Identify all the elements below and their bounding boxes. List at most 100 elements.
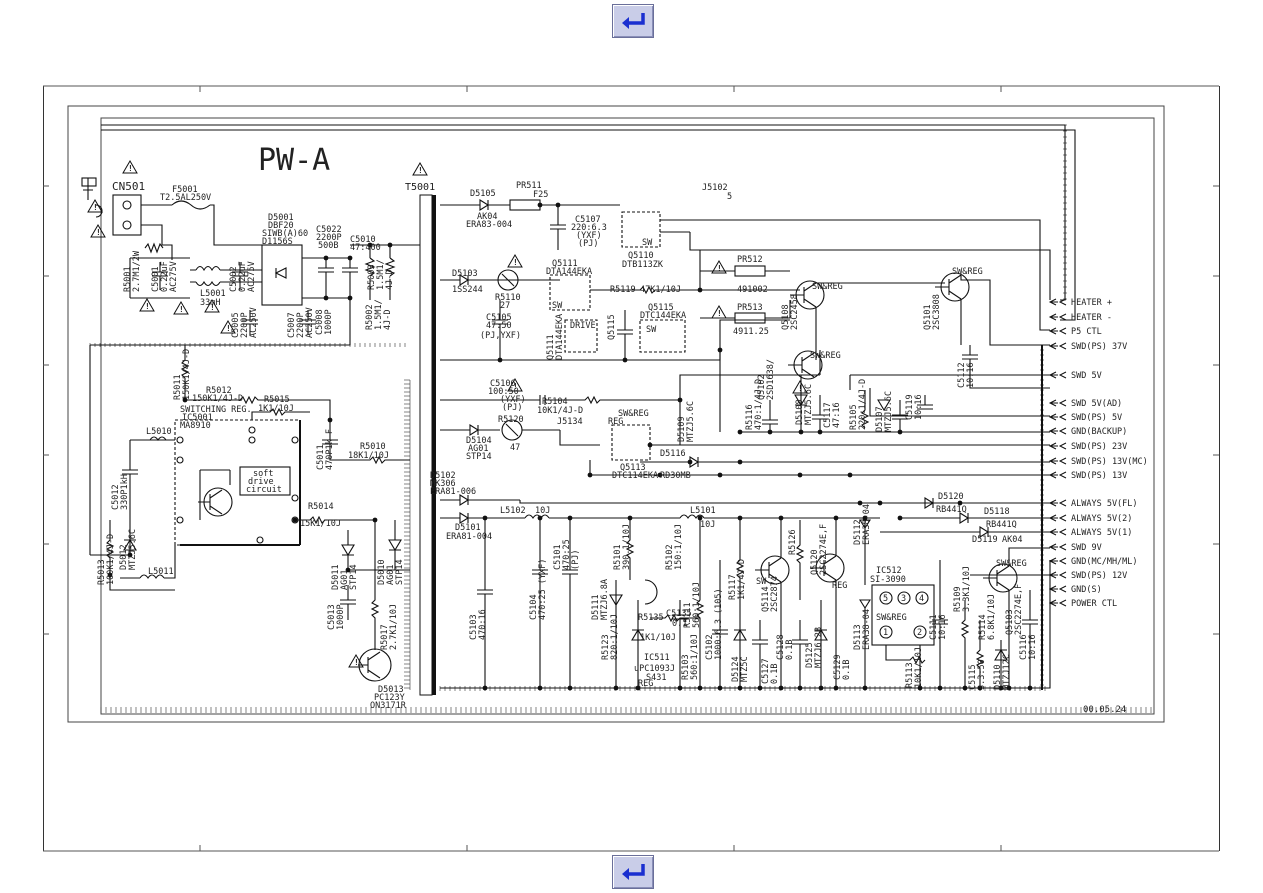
svg-text:C5116: C5116 — [1019, 634, 1029, 660]
svg-text:MK306: MK306 — [430, 479, 456, 489]
svg-text:SW&REG: SW&REG — [996, 559, 1027, 569]
output-label: SWD(PS) 5V — [1071, 413, 1122, 423]
junction-dot — [372, 517, 378, 523]
svg-text:STP14: STP14 — [395, 559, 405, 585]
svg-text:4J-D: 4J-D — [383, 310, 393, 330]
svg-text:(PJ,YXF): (PJ,YXF) — [480, 331, 521, 341]
svg-text:(PJ): (PJ) — [571, 550, 581, 570]
output-label: SWD(PS) 37V — [1071, 342, 1127, 352]
svg-text:1K1/10J: 1K1/10J — [640, 633, 676, 643]
svg-text:1.5M1/: 1.5M1/ — [374, 299, 384, 330]
svg-text:D5120: D5120 — [938, 492, 964, 502]
svg-text:DTA144EKA: DTA144EKA — [555, 314, 565, 360]
svg-text:Q5114: Q5114 — [761, 586, 771, 612]
svg-text:!: ! — [128, 164, 133, 173]
back-button[interactable] — [612, 4, 654, 38]
svg-text:Q5103: Q5103 — [1005, 609, 1015, 635]
svg-text:DTB113ZK: DTB113ZK — [622, 260, 664, 270]
svg-text:D5010: D5010 — [377, 559, 387, 585]
svg-text:R5103: R5103 — [681, 654, 691, 680]
svg-text:150:1/10J: 150:1/10J — [674, 524, 684, 570]
output-label: SWD 5V — [1071, 371, 1102, 381]
svg-text:AK04: AK04 — [1002, 535, 1022, 545]
junction-dot — [998, 685, 1004, 691]
warning-icon: ! — [792, 380, 808, 394]
svg-text:L5010: L5010 — [146, 427, 172, 437]
junction-dot — [627, 515, 633, 521]
warning-icon: ! — [122, 160, 138, 174]
output-label: P5 CTL — [1071, 327, 1102, 337]
svg-text:ERA38-04: ERA38-04 — [862, 504, 872, 545]
junction-dot — [537, 515, 543, 521]
svg-text:!: ! — [179, 305, 184, 314]
svg-text:R5003: R5003 — [367, 264, 377, 290]
svg-text:500B: 500B — [318, 241, 338, 251]
svg-text:F25: F25 — [533, 190, 548, 200]
svg-text:5: 5 — [727, 192, 732, 202]
svg-text:R5013: R5013 — [97, 559, 107, 585]
svg-text:RB441Q: RB441Q — [986, 520, 1017, 530]
svg-text:D5111: D5111 — [591, 594, 601, 620]
svg-text:D5103: D5103 — [452, 269, 478, 279]
warning-icon: ! — [711, 305, 727, 319]
junction-dot — [482, 515, 488, 521]
junction-dot — [567, 515, 573, 521]
junction-dot — [107, 572, 113, 578]
svg-text:AC275V: AC275V — [169, 261, 179, 292]
svg-text:470P1k-F: 470P1k-F — [325, 429, 335, 470]
svg-text:D1156S: D1156S — [262, 237, 293, 247]
svg-text:AC275V: AC275V — [247, 261, 257, 292]
junction-dot — [778, 685, 784, 691]
junction-dot — [323, 255, 329, 261]
svg-text:SW: SW — [646, 325, 657, 335]
secondary-side — [101, 124, 1076, 689]
svg-text:R5119: R5119 — [610, 285, 636, 295]
svg-text:!: ! — [717, 264, 722, 273]
svg-text:C5104: C5104 — [529, 594, 539, 620]
drawing-frame — [67, 105, 1165, 723]
svg-text:IC511: IC511 — [644, 653, 670, 663]
junction-dot — [635, 685, 641, 691]
back-button-bottom[interactable] — [612, 855, 654, 889]
svg-text:D5011: D5011 — [331, 564, 341, 590]
output-label: HEATER - — [1071, 313, 1112, 323]
svg-text:!: ! — [145, 302, 150, 311]
svg-text:SW&REG: SW&REG — [810, 351, 841, 361]
svg-text:D5012: D5012 — [119, 544, 129, 570]
svg-text:C5005: C5005 — [231, 312, 241, 338]
svg-text:330P1kH: 330P1kH — [120, 474, 130, 510]
junction-dot — [977, 685, 983, 691]
output-pin: ALWAYS 5V(1) — [1048, 528, 1132, 538]
svg-text:drive: drive — [248, 477, 274, 487]
svg-text:Q5110: Q5110 — [628, 251, 654, 261]
svg-text:RB441Q: RB441Q — [936, 505, 967, 515]
svg-text:100K1/4J-D: 100K1/4J-D — [106, 534, 116, 585]
svg-text:MTZ5C: MTZ5C — [740, 656, 750, 682]
junction-dot — [778, 515, 784, 521]
svg-text:R5102: R5102 — [665, 544, 675, 570]
svg-text:C5128: C5128 — [776, 634, 786, 660]
svg-text:MTZJ12C: MTZJ12C — [1002, 654, 1012, 690]
svg-text:R5104: R5104 — [542, 397, 568, 407]
svg-text:D5112: D5112 — [853, 519, 863, 545]
svg-text:circuit: circuit — [246, 485, 282, 495]
svg-text:F5001: F5001 — [172, 185, 198, 195]
junction-dot — [127, 552, 133, 558]
svg-text:PC123Y: PC123Y — [374, 693, 405, 703]
svg-text:10:16: 10:16 — [1028, 634, 1038, 660]
junction-dot — [847, 472, 853, 478]
svg-text:S431: S431 — [646, 673, 666, 683]
junction-dot — [345, 567, 351, 573]
svg-text:C5129: C5129 — [833, 654, 843, 680]
svg-text:10:16: 10:16 — [966, 362, 976, 388]
junction-dot — [327, 417, 333, 423]
svg-text:0.22uF: 0.22uF — [160, 261, 170, 292]
svg-text:C5007: C5007 — [287, 312, 297, 338]
junction-dot — [482, 685, 488, 691]
svg-text:!: ! — [210, 303, 215, 312]
output-pin: HEATER - — [1048, 313, 1112, 323]
svg-text:!: ! — [93, 203, 98, 212]
svg-text:D5107: D5107 — [875, 406, 885, 432]
svg-text:R5113: R5113 — [905, 662, 915, 688]
svg-text:R5123: R5123 — [601, 634, 611, 660]
